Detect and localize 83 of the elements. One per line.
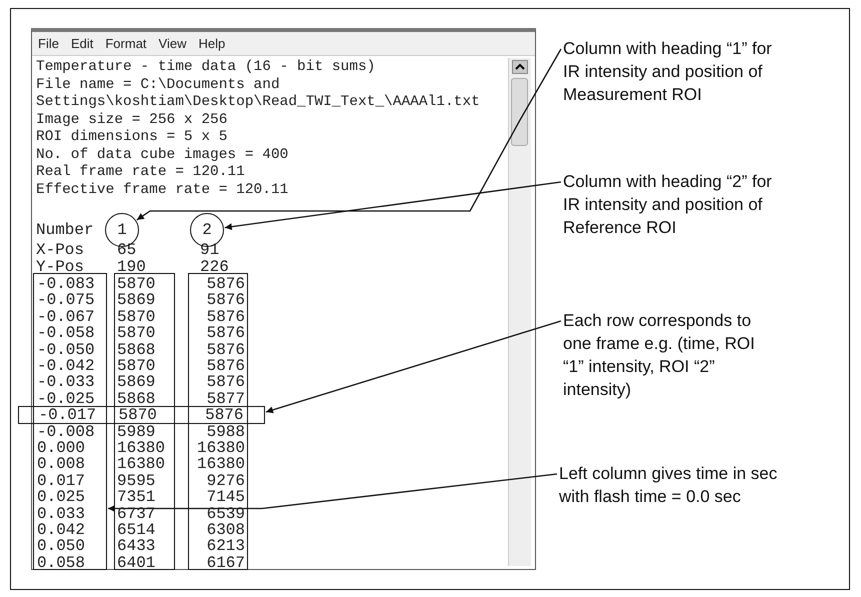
intensity-value: 5988 <box>206 424 245 440</box>
intensity-value: 16380 <box>196 456 245 473</box>
header-line: ROI dimensions = 5 x 5 <box>36 129 228 146</box>
intensity-value: 5869 <box>117 374 156 391</box>
intensity-value: 9276 <box>206 472 245 490</box>
time-value: -0.067 <box>37 308 96 326</box>
intensity-value: 6514 <box>117 522 156 538</box>
time-value: -0.075 <box>37 292 96 309</box>
leader-arrow <box>224 181 562 230</box>
intensity-value: 5876 <box>206 325 245 342</box>
intensity-value: 5876 <box>205 407 244 423</box>
leader-arrow <box>266 320 562 414</box>
time-value: -0.050 <box>37 342 96 358</box>
row-label: Y-Pos <box>36 259 84 275</box>
intensity-value: 5870 <box>118 407 157 423</box>
header-line: Image size = 256 x 256 <box>36 112 228 129</box>
menu-item: Edit <box>70 36 94 51</box>
time-value: 0.058 <box>37 554 86 572</box>
intensity-value: 16380 <box>117 440 166 456</box>
intensity-value: 9595 <box>117 472 156 490</box>
column-box <box>114 273 175 570</box>
header-line: File name = C:\Documents and Settings\koshtiam\Desktop\Read_TWI_Text_\AAAAl1.txt <box>36 76 481 112</box>
intensity-value: 5870 <box>117 325 156 342</box>
intensity-value: 5876 <box>206 308 245 326</box>
intensity-value: 16380 <box>117 456 166 473</box>
leader-arrow <box>108 473 558 512</box>
intensity-value: 5989 <box>117 424 156 440</box>
intensity-value: 7145 <box>206 489 245 506</box>
intensity-value: 6539 <box>206 506 245 522</box>
time-value: 0.008 <box>37 456 86 473</box>
column-box <box>33 273 107 570</box>
menu-item: View <box>158 36 186 51</box>
header-line: Effective frame rate = 120.11 <box>36 182 290 199</box>
intensity-value: 6433 <box>117 538 156 555</box>
intensity-value: 6737 <box>117 506 156 522</box>
callout-text: Column with heading “1” for IR intensity and position of Measurement ROI <box>563 37 785 106</box>
time-value: 0.025 <box>37 489 86 506</box>
intensity-value: 5870 <box>117 358 156 374</box>
intensity-value: 5870 <box>117 276 156 292</box>
intensity-value: 5877 <box>206 390 245 408</box>
header-line: Temperature - time data (16 - bit sums) <box>36 59 376 76</box>
menu-item: Format <box>105 36 147 51</box>
intensity-value: 7351 <box>117 489 156 506</box>
header-line: No. of data cube images = 400 <box>36 146 290 164</box>
time-value: 0.033 <box>37 506 86 522</box>
number: 190 <box>117 259 146 275</box>
time-value: 0.042 <box>37 522 86 538</box>
time-value: -0.025 <box>37 390 96 408</box>
row-label: X-Pos <box>36 242 84 258</box>
callout-text: Left column gives time in sec with flash time = 0.0 sec <box>559 462 799 508</box>
time-value: -0.008 <box>37 424 96 440</box>
number: 226 <box>200 259 229 275</box>
time-value: 0.017 <box>37 472 86 490</box>
intensity-value: 5876 <box>206 374 245 391</box>
intensity-value: 5876 <box>206 276 245 292</box>
column-box <box>188 273 248 570</box>
time-value: 0.000 <box>37 440 86 456</box>
intensity-value: 6401 <box>117 554 156 572</box>
row-label: Number <box>36 222 94 238</box>
intensity-value: 5869 <box>117 292 156 309</box>
intensity-value: 5876 <box>206 358 245 374</box>
row-highlight-box <box>18 406 265 424</box>
leader-arrow <box>136 48 562 220</box>
time-value: -0.017 <box>38 407 96 423</box>
intensity-value: 5868 <box>117 342 156 358</box>
menu-item: File <box>38 36 59 51</box>
intensity-value: 6213 <box>206 538 245 555</box>
intensity-value: 6308 <box>206 522 245 538</box>
callout-text: Each row corresponds to one frame e.g. (time, ROI “1” intensity, ROI “2” intensity) <box>563 309 768 401</box>
menu-item: Help <box>198 36 226 51</box>
header-line: Real frame rate = 120.11 <box>36 164 246 182</box>
intensity-value: 16380 <box>196 440 245 456</box>
intensity-value: 5876 <box>206 342 245 358</box>
intensity-value: 5870 <box>117 308 156 326</box>
callout-text: Column with heading “2” for IR intensity and position of Reference ROI <box>563 170 785 239</box>
intensity-value: 5876 <box>206 292 245 309</box>
time-value: -0.058 <box>37 325 96 342</box>
time-value: -0.042 <box>37 358 96 374</box>
time-value: -0.083 <box>37 276 96 292</box>
time-value: -0.033 <box>37 374 96 391</box>
intensity-value: 6167 <box>206 554 245 572</box>
intensity-value: 5868 <box>117 390 156 408</box>
time-value: 0.050 <box>37 538 86 555</box>
